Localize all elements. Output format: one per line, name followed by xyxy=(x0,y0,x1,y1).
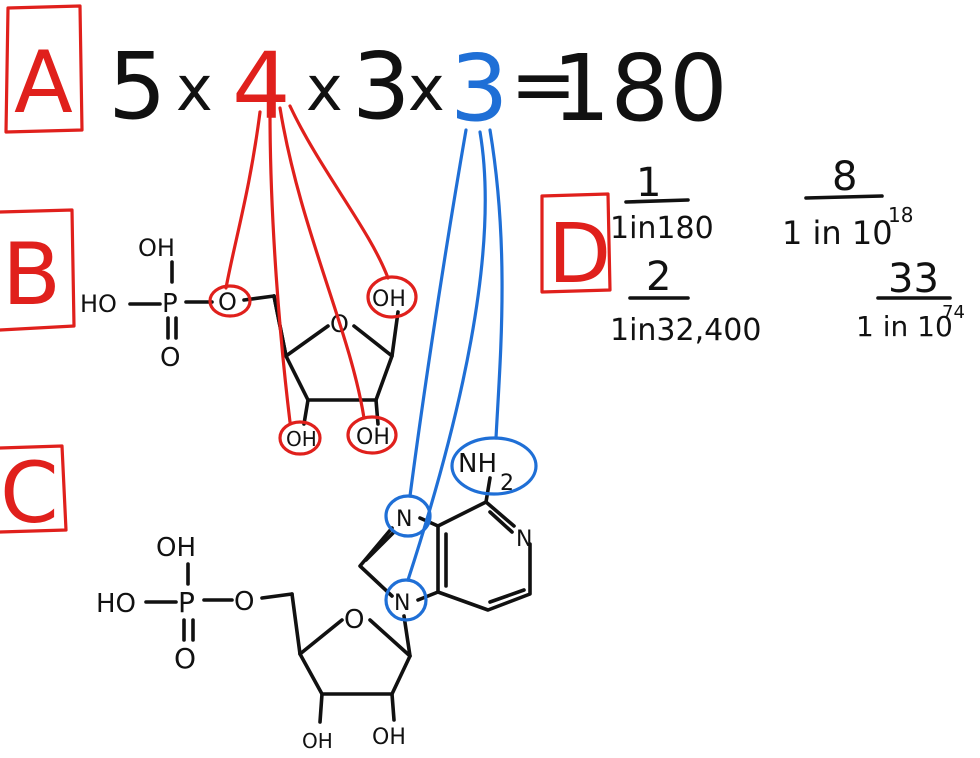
label-b: B xyxy=(2,225,61,325)
label-c-box xyxy=(0,444,68,534)
times-sign-3: x xyxy=(408,52,445,125)
section-c: C OH HO P O O O OH OH N N xyxy=(0,128,538,753)
molecule-b: OH HO P O O O OH OH OH xyxy=(80,234,406,451)
c-n7-circle xyxy=(384,494,432,538)
b-oh-bottom-left-circle xyxy=(278,420,322,456)
prob-3-denominator: 1in32,400 xyxy=(610,313,761,348)
label-a-box xyxy=(4,4,84,134)
c-oh-bottom-left: OH xyxy=(302,729,333,753)
section-a: A 5 x 4 x 3 x 3 = 180 xyxy=(4,4,728,142)
red-connector-4 xyxy=(288,104,390,280)
label-d: D xyxy=(548,207,611,302)
blue-connector-1 xyxy=(408,128,468,498)
prob-3-numerator: 2 xyxy=(646,254,671,300)
c-n9-circle xyxy=(384,578,428,622)
b-oh-bottom-right-circle xyxy=(346,415,398,455)
section-d: D 1 1in180 8 1 in 10 18 2 1in32,400 33 1… xyxy=(540,154,965,348)
probability-3: 2 1in32,400 xyxy=(610,254,761,348)
prob-2-denominator: 1 in 10 xyxy=(782,214,893,252)
c-phosphorus: P xyxy=(178,586,195,619)
b-phosphorus: P xyxy=(162,289,178,319)
c-amine-circle xyxy=(450,436,538,496)
factor-3: 3 xyxy=(352,33,411,140)
probability-2: 8 1 in 10 18 xyxy=(782,154,913,252)
equation: 5 x 4 x 3 x 3 = 180 xyxy=(108,33,728,142)
red-connector-3 xyxy=(278,106,366,420)
b-phosphate-oh-top: OH xyxy=(138,234,175,262)
factor-3-blue: 3 xyxy=(450,35,509,142)
red-connector-1 xyxy=(224,110,262,290)
times-sign-2: x xyxy=(306,52,343,125)
b-oh-right: OH xyxy=(372,287,406,312)
c-ring-oxygen: O xyxy=(344,605,364,635)
b-oh-bottom-right: OH xyxy=(356,425,390,450)
section-b: B OH HO P O O O OH OH OH xyxy=(0,104,418,456)
c-n9: N xyxy=(394,591,410,616)
red-connector-2 xyxy=(268,110,292,424)
label-c: C xyxy=(0,444,59,542)
probability-1: 1 1in180 xyxy=(610,160,714,246)
c-n7: N xyxy=(396,507,412,532)
c-n1: N xyxy=(516,527,532,552)
prob-4-numerator: 33 xyxy=(888,256,939,302)
probability-4: 33 1 in 10 74 xyxy=(856,256,965,343)
c-amine-subscript: 2 xyxy=(500,471,514,496)
equals-sign: = xyxy=(510,38,577,131)
c-phosphate-o-double: O xyxy=(174,642,196,675)
b-phosphate-ho-left: HO xyxy=(80,290,117,318)
prob-1-denominator: 1in180 xyxy=(610,211,714,246)
b-ester-oxygen: O xyxy=(218,288,237,316)
prob-4-exponent: 74 xyxy=(942,302,965,323)
b-phosphate-o-double: O xyxy=(160,343,180,373)
factor-4: 4 xyxy=(232,33,291,140)
molecule-c: OH HO P O O O OH OH N N xyxy=(96,449,532,753)
b-ester-o-circle xyxy=(208,284,252,318)
blue-connector-3 xyxy=(488,128,504,440)
label-b-box xyxy=(0,208,76,332)
equation-result: 180 xyxy=(552,35,728,142)
c-ester-oxygen: O xyxy=(234,587,254,617)
prob-2-exponent: 18 xyxy=(888,203,913,227)
b-oh-bottom-left: OH xyxy=(286,427,317,451)
label-a: A xyxy=(14,33,73,133)
factor-5: 5 xyxy=(108,33,167,140)
times-sign-1: x xyxy=(176,52,213,125)
b-oh-right-circle xyxy=(366,275,418,319)
c-oh-bottom-right: OH xyxy=(372,725,406,750)
prob-2-numerator: 8 xyxy=(832,154,857,200)
prob-4-denominator: 1 in 10 xyxy=(856,310,953,343)
label-d-box xyxy=(540,192,612,294)
prob-1-numerator: 1 xyxy=(636,160,661,206)
c-amine-nh: NH xyxy=(458,449,497,479)
blue-connector-2 xyxy=(406,130,487,582)
c-phosphate-oh-top: OH xyxy=(156,533,196,563)
c-phosphate-ho-left: HO xyxy=(96,589,136,619)
